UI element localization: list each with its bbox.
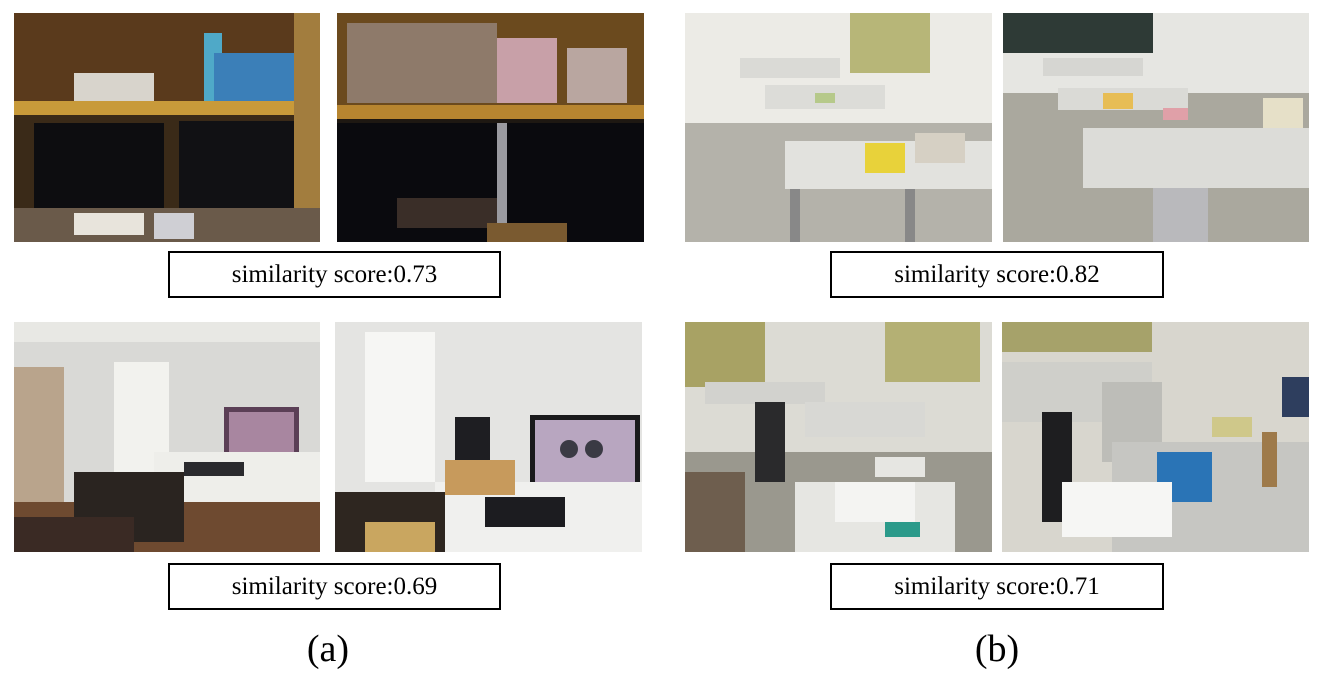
panel-a-label: (a) (306, 628, 350, 670)
similarity-score-b2: similarity score:0.71 (830, 563, 1164, 610)
photo-a1-right (337, 13, 644, 242)
photo-b1-right (1003, 13, 1309, 242)
photo-b2-right (1002, 322, 1309, 552)
photo-a1-left (14, 13, 320, 242)
similarity-score-b1: similarity score:0.82 (830, 251, 1164, 298)
photo-b1-left (685, 13, 992, 242)
similarity-score-a2: similarity score:0.69 (168, 563, 501, 610)
photo-b2-left (685, 322, 992, 552)
similarity-score-a1: similarity score:0.73 (168, 251, 501, 298)
photo-a2-left (14, 322, 320, 552)
photo-a2-right (335, 322, 642, 552)
panel-b-label: (b) (974, 628, 1020, 670)
